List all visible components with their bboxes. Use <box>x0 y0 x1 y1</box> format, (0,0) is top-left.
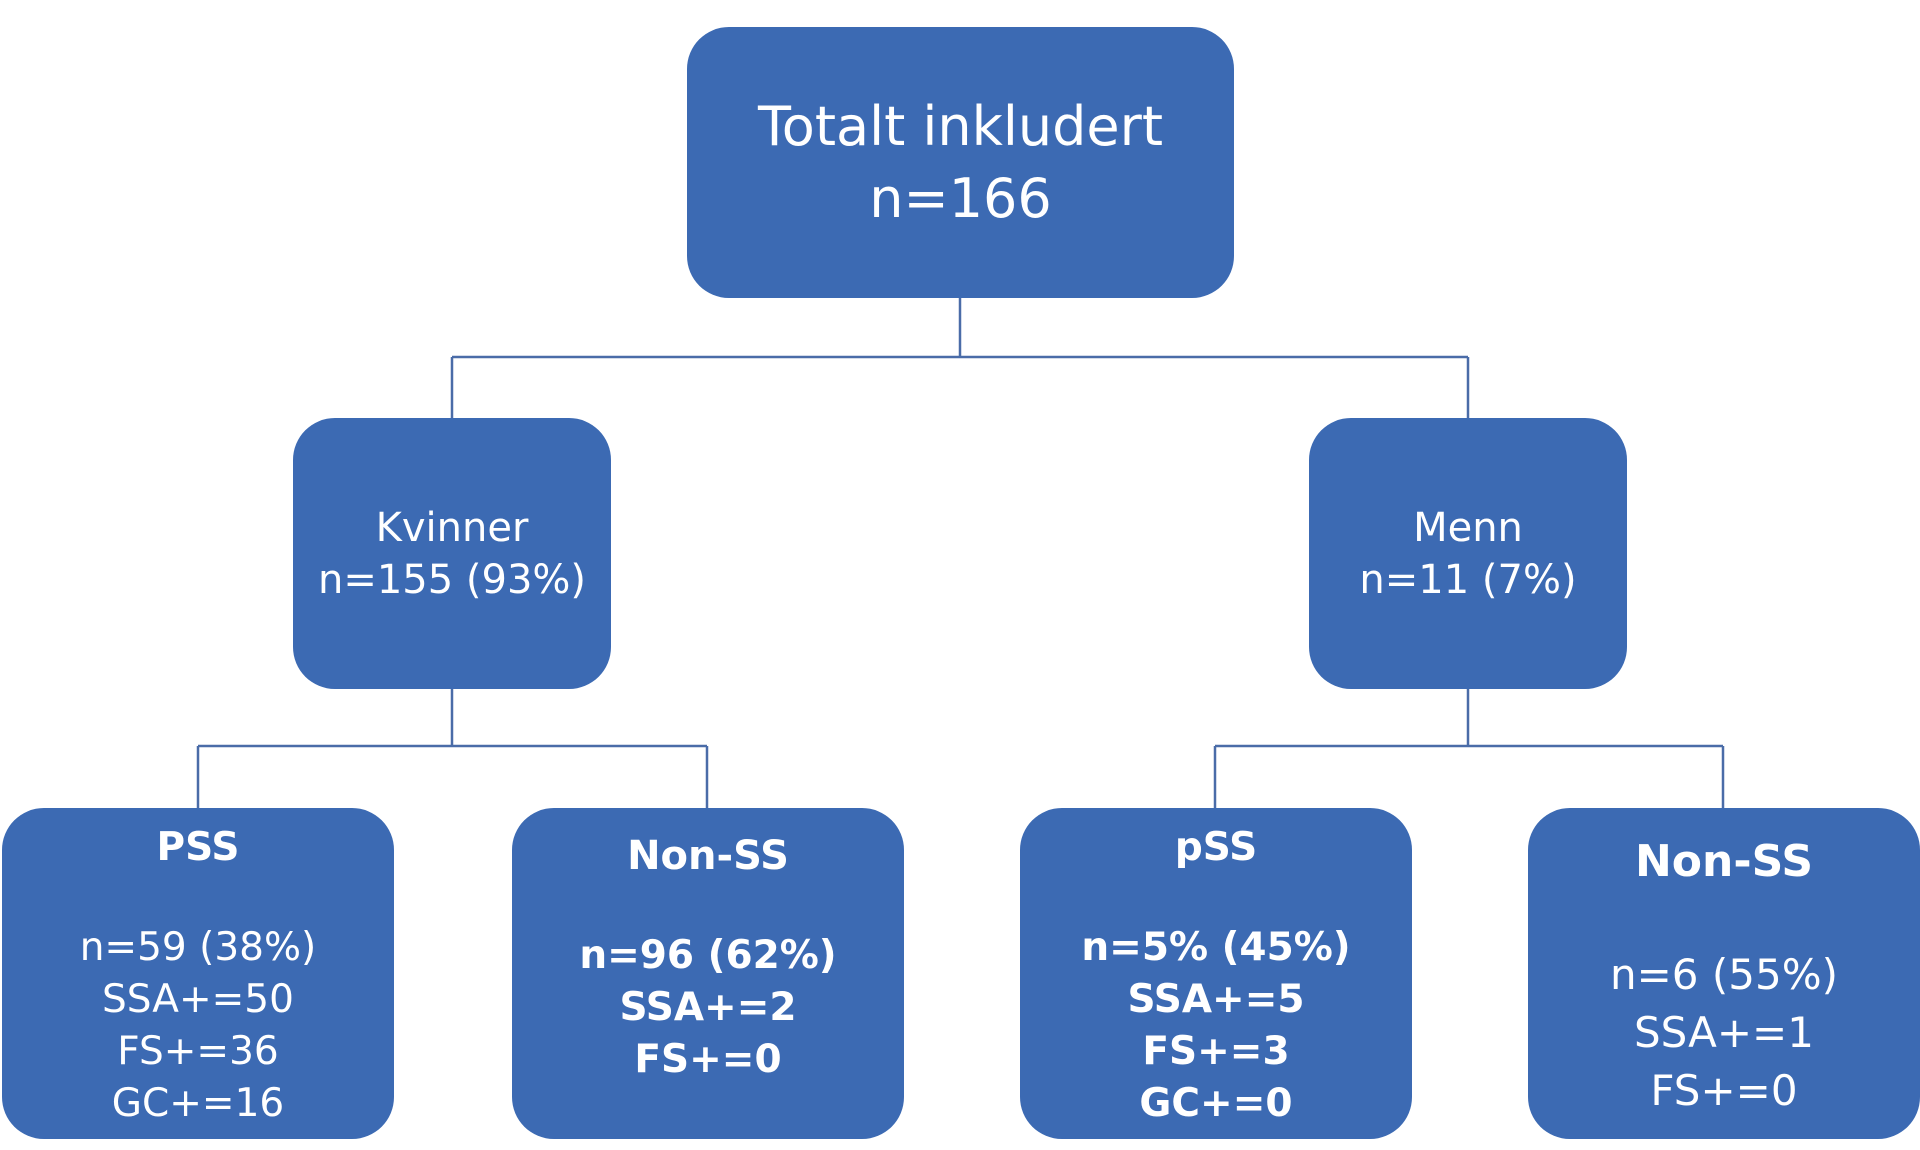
root-count: n=166 <box>869 166 1052 230</box>
root-node-total: Totalt inkludert n=166 <box>687 27 1234 298</box>
node-women: Kvinner n=155 (93%) <box>293 418 611 689</box>
men-label: Menn <box>1413 504 1523 551</box>
women-label: Kvinner <box>375 504 529 551</box>
men-non-ss-ssa: SSA+=1 <box>1634 1008 1814 1057</box>
node-women-pss: PSS n=59 (38%) SSA+=50 FS+=36 GC+=16 <box>2 808 394 1139</box>
women-pss-ssa: SSA+=50 <box>102 977 294 1022</box>
men-pss-gc: GC+=0 <box>1139 1081 1293 1126</box>
men-non-ss-fs: FS+=0 <box>1650 1066 1798 1115</box>
node-men: Menn n=11 (7%) <box>1309 418 1627 689</box>
men-non-ss-stats: n=6 (55%) SSA+=1 FS+=0 <box>1610 946 1838 1120</box>
men-pss-title: pSS <box>1174 825 1258 870</box>
men-pss-stats: n=5% (45%) SSA+=5 FS+=3 GC+=0 <box>1081 922 1350 1130</box>
women-pss-title: PSS <box>156 825 240 870</box>
men-pss-ssa: SSA+=5 <box>1127 977 1305 1022</box>
women-pss-fs: FS+=36 <box>117 1029 279 1074</box>
men-count: n=11 (7%) <box>1359 556 1577 603</box>
women-non-ss-ssa: SSA+=2 <box>619 985 797 1030</box>
women-pss-gc: GC+=16 <box>111 1081 285 1126</box>
node-women-non-ss: Non-SS n=96 (62%) SSA+=2 FS+=0 <box>512 808 904 1139</box>
node-men-pss: pSS n=5% (45%) SSA+=5 FS+=3 GC+=0 <box>1020 808 1412 1139</box>
women-non-ss-stats: n=96 (62%) SSA+=2 FS+=0 <box>579 930 836 1086</box>
women-non-ss-count: n=96 (62%) <box>579 933 837 978</box>
women-pss-stats: n=59 (38%) SSA+=50 FS+=36 GC+=16 <box>80 922 317 1130</box>
women-pss-count: n=59 (38%) <box>79 925 317 970</box>
men-pss-fs: FS+=3 <box>1142 1029 1290 1074</box>
women-non-ss-title: Non-SS <box>627 833 789 879</box>
men-pss-count: n=5% (45%) <box>1081 925 1351 970</box>
root-title: Totalt inkludert <box>757 94 1164 158</box>
men-non-ss-title: Non-SS <box>1634 836 1814 887</box>
women-non-ss-fs: FS+=0 <box>634 1037 782 1082</box>
women-count: n=155 (93%) <box>317 556 587 603</box>
node-men-non-ss: Non-SS n=6 (55%) SSA+=1 FS+=0 <box>1528 808 1920 1139</box>
men-non-ss-count: n=6 (55%) <box>1609 950 1838 999</box>
